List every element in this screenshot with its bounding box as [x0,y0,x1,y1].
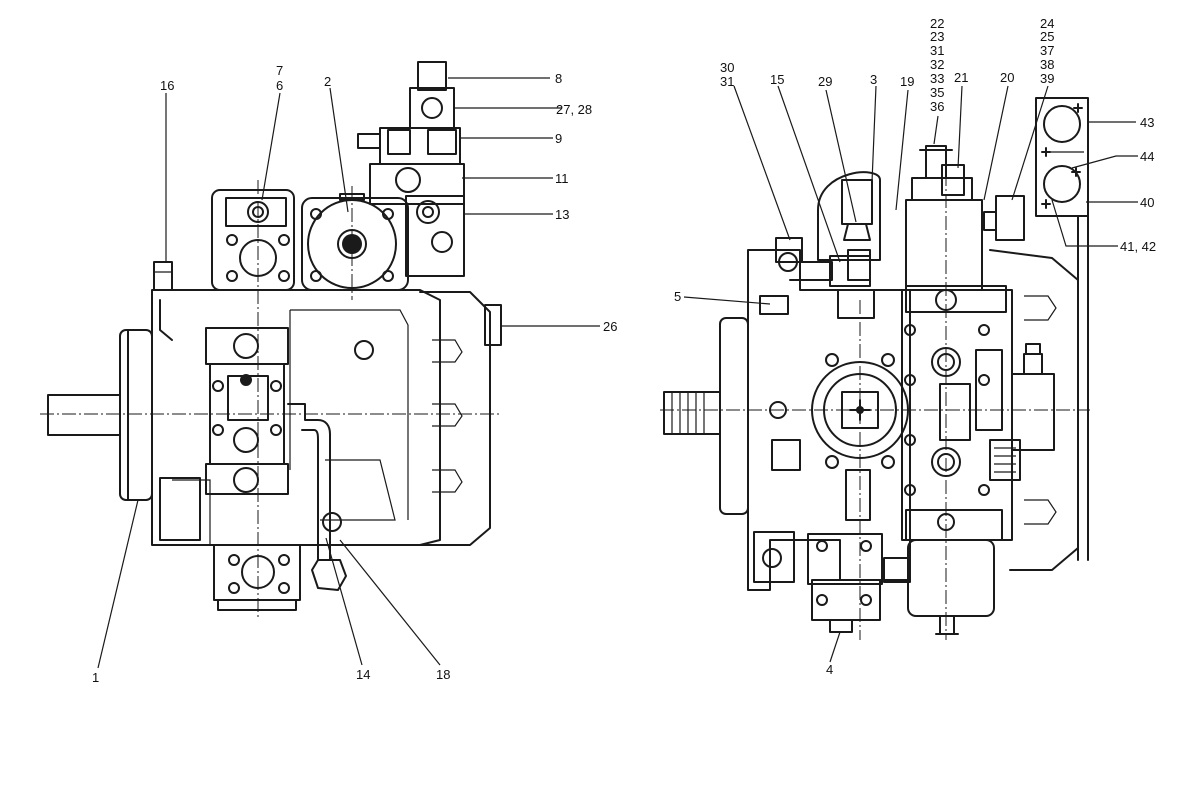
callout-31: 31 [720,74,734,89]
callout-labels: 16 7 6 2 8 27, 28 9 11 13 26 1 14 18 30 … [92,16,1156,685]
callout-26: 26 [603,319,617,334]
callout-6: 6 [276,78,283,93]
callout-31-stack: 31 [930,43,944,58]
callout-20: 20 [1000,70,1014,85]
callout-36: 36 [930,99,944,114]
callout-1: 1 [92,670,99,685]
callout-32: 32 [930,57,944,72]
callout-19: 19 [900,74,914,89]
callout-38: 38 [1040,57,1054,72]
callout-4: 4 [826,662,833,677]
callout-16: 16 [160,78,174,93]
callout-35: 35 [930,85,944,100]
callout-15: 15 [770,72,784,87]
callout-18: 18 [436,667,450,682]
pump-side-view [40,61,502,620]
callout-stack-a: 22 23 31 32 33 35 36 [930,16,944,114]
callout-3: 3 [870,72,877,87]
callout-27-28: 27, 28 [556,102,592,117]
callout-37: 37 [1040,43,1054,58]
callout-13: 13 [555,207,569,222]
callout-30: 30 [720,60,734,75]
callout-40: 40 [1140,195,1154,210]
callout-23: 23 [930,29,944,44]
callout-5: 5 [674,289,681,304]
callout-7: 7 [276,63,283,78]
callout-8: 8 [555,71,562,86]
callout-22: 22 [930,16,944,31]
callout-25: 25 [1040,29,1054,44]
pump-front-view [660,97,1090,640]
callout-24: 24 [1040,16,1054,31]
callout-43: 43 [1140,115,1154,130]
callout-stack-b: 24 25 37 38 39 [1040,16,1054,86]
callout-11: 11 [555,171,569,186]
callout-33: 33 [930,71,944,86]
callout-9: 9 [555,131,562,146]
callout-44: 44 [1140,149,1154,164]
callout-29: 29 [818,74,832,89]
callout-21: 21 [954,70,968,85]
leader-lines [97,77,1138,669]
callout-39: 39 [1040,71,1054,86]
callout-41-42: 41, 42 [1120,239,1156,254]
callout-2: 2 [324,74,331,89]
callout-14: 14 [356,667,370,682]
